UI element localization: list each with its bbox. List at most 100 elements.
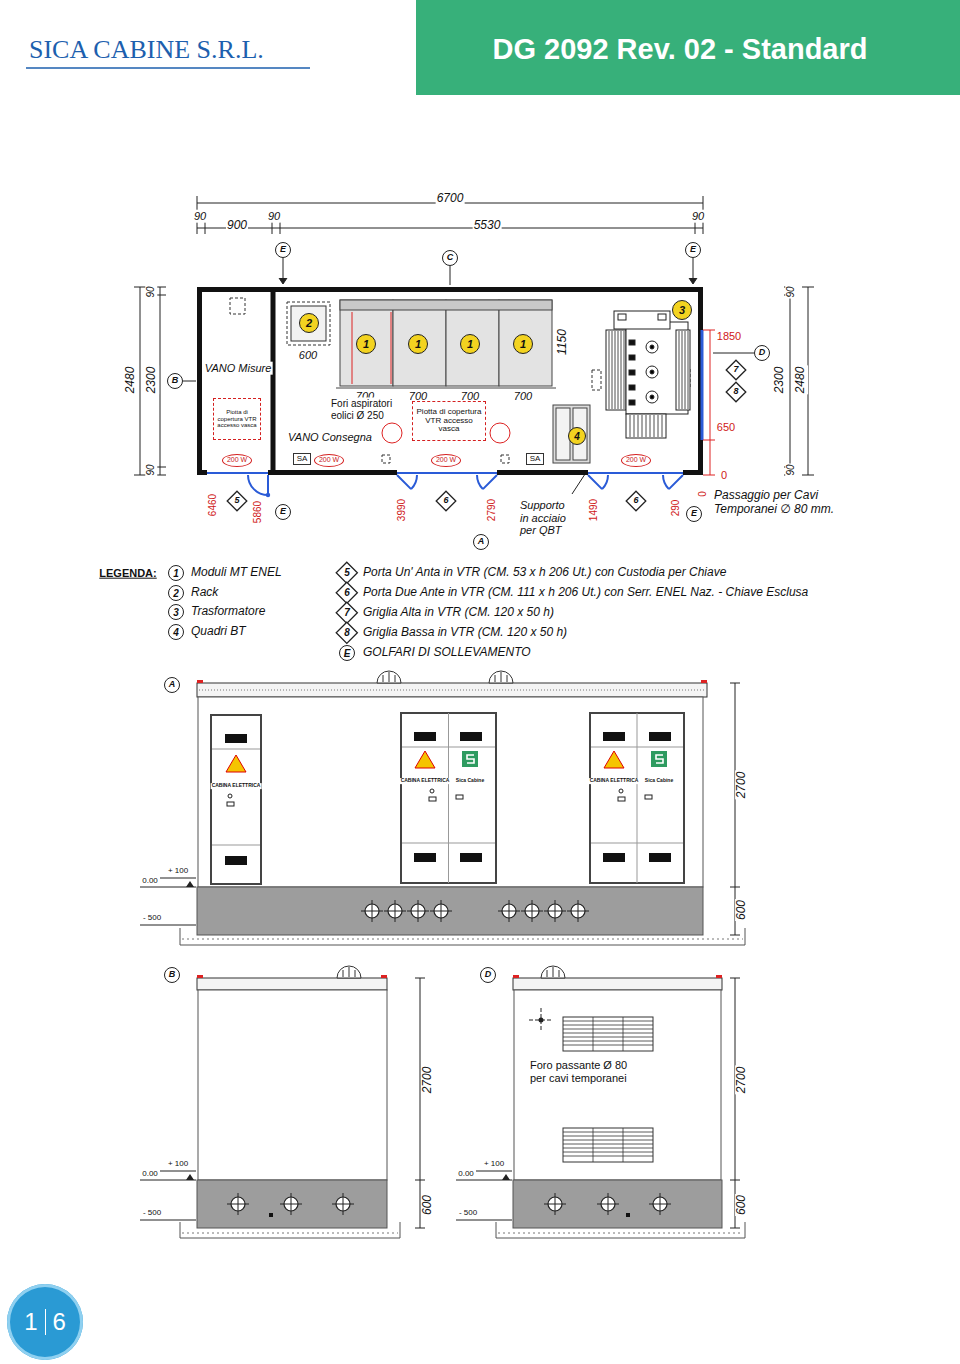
callout-number: 4 [568, 427, 586, 445]
legend-text: Rack [190, 586, 219, 600]
text-label: Sica Cabine [644, 778, 674, 784]
dimension-value: 90 [785, 463, 797, 476]
node-text: 1 [467, 338, 473, 350]
company-logo: SICA CABINE S.R.L. [28, 35, 265, 65]
text-label: + 100 [167, 1159, 189, 1168]
elevation-a [140, 671, 745, 945]
callout-diamond: 6 [436, 491, 456, 511]
text-label: - 500 [142, 1208, 162, 1217]
callout-letter: 2 [168, 585, 184, 601]
header-bar [416, 0, 960, 95]
callout-letter: D [480, 967, 496, 983]
node-text: 2 [173, 588, 179, 599]
dimension-value: 1490 [588, 498, 600, 522]
socket-box: SA [526, 453, 545, 465]
lamp-oval: 200 W [621, 454, 651, 467]
text-label: 650 [716, 421, 736, 434]
hatch-cover-box: Piotta di copertura VTR accesso vasca [213, 398, 261, 440]
callout-letter: E [339, 645, 355, 661]
text-label: 900 [226, 219, 248, 233]
callout-number: 3 [672, 300, 692, 320]
text-label: 90 [193, 210, 207, 223]
elevation-d [456, 966, 745, 1238]
node-text: 5 [234, 496, 239, 506]
callout-number: 1 [513, 334, 533, 354]
dimension-value: 2790 [486, 498, 498, 522]
node-text: 7 [733, 365, 738, 375]
node-text: 200 W [626, 456, 646, 464]
dimension-value: 90 [145, 463, 157, 476]
logo-underline [26, 67, 310, 69]
text-label: Sica Cabine [455, 778, 485, 784]
legend-text: Quadri BT [190, 625, 247, 639]
page-number: 16 [7, 1284, 83, 1360]
node-text: 6 [344, 587, 350, 598]
node-text: 200 W [319, 456, 339, 464]
text-label: Fori aspiratori eolici Ø 250 [330, 398, 410, 421]
text-label: 600 [298, 349, 318, 362]
dimension-value: 2700 [735, 771, 749, 800]
callout-letter: E [275, 504, 291, 520]
dimension-value: 1150 [556, 328, 570, 356]
callout-diamond: 5 [227, 491, 247, 511]
text-label: 0.00 [141, 876, 159, 885]
dimension-value: 90 [145, 285, 157, 298]
node-text: 1 [363, 338, 369, 350]
node-text: 3 [173, 607, 179, 618]
node-text: 8 [344, 627, 350, 638]
text-label: - 500 [142, 913, 162, 922]
callout-letter: B [167, 373, 183, 389]
text-label: Passaggio per Cavi Temporanei ∅ 80 mm. [713, 489, 847, 517]
dimension-value: 600 [421, 1194, 435, 1216]
callout-diamond: 8 [726, 382, 746, 402]
legend-text: Porta Due Ante in VTR (CM. 111 x h 206 U… [362, 586, 809, 600]
callout-letter: C [442, 250, 458, 266]
text-label: + 100 [483, 1159, 505, 1168]
legend-text: GOLFARI DI SOLLEVAMENTO [362, 646, 532, 660]
dimension-value: 2480 [794, 366, 808, 395]
callout-letter: A [473, 534, 489, 550]
dimension-value: 2700 [421, 1066, 435, 1095]
plan-dimensions [134, 196, 814, 494]
callout-number: 1 [460, 334, 480, 354]
lamp-oval: 200 W [314, 454, 344, 467]
node-text: 1 [415, 338, 421, 350]
node-text: 7 [344, 607, 350, 618]
text-label: 6700 [436, 192, 465, 206]
node-text: A [478, 537, 485, 547]
node-text: 5 [344, 567, 350, 578]
text-label: CABINA ELETTRICA [589, 778, 640, 784]
callout-letter: D [754, 345, 770, 361]
text-label: LEGENDA: [98, 567, 157, 580]
node-text: Piotta di copertura VTR accesso vasca [415, 408, 483, 434]
node-text: SA [530, 455, 541, 464]
dimension-value: 90 [785, 285, 797, 298]
dimension-value: 2300 [145, 366, 159, 395]
callout-letter: E [685, 242, 701, 258]
page-title: DG 2092 Rev. 02 - Standard [491, 33, 868, 66]
hatch-cover-box: Piotta di copertura VTR accesso vasca [412, 401, 486, 441]
callout-number: 1 [356, 334, 376, 354]
text-label: VANO Misure [204, 362, 273, 375]
dimension-value: 6460 [207, 493, 219, 517]
node-text: D [759, 348, 766, 358]
text-label: 5530 [473, 219, 502, 233]
node-text: 6 [633, 496, 638, 506]
dimension-value: 600 [735, 1194, 749, 1216]
callout-letter: 1 [168, 565, 184, 581]
node-text: Piotta di copertura VTR accesso vasca [216, 409, 258, 429]
node-text: 1 [17, 1309, 44, 1335]
callout-diamond: 5 [336, 562, 358, 584]
node-text: E [344, 648, 351, 659]
callout-number: 1 [408, 334, 428, 354]
transformer-symbol [606, 311, 690, 438]
node-text: 1 [173, 568, 179, 579]
node-text: 200 W [436, 456, 456, 464]
callout-diamond: 7 [336, 602, 358, 624]
node-text: SA [297, 455, 308, 464]
text-label: 90 [691, 210, 705, 223]
callout-letter: E [686, 506, 702, 522]
text-label: 0 [720, 469, 728, 482]
node-text: 3 [679, 304, 685, 316]
text-label: VANO Consegna [287, 431, 373, 444]
